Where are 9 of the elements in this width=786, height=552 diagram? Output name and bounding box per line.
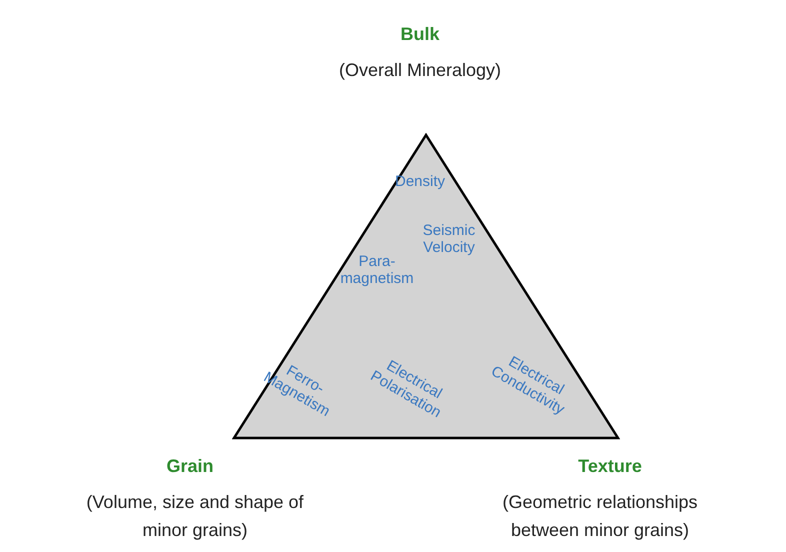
property-label: Para- magnetism xyxy=(339,253,415,287)
property-label: Seismic Velocity xyxy=(422,222,476,256)
vertex-title: Texture xyxy=(577,456,643,477)
vertex-description: (Overall Mineralogy) xyxy=(338,59,502,82)
vertex-title: Grain xyxy=(165,456,214,477)
vertex-title: Bulk xyxy=(399,24,440,45)
property-label: Density xyxy=(394,173,446,190)
vertex-description: (Volume, size and shape of minor grains) xyxy=(85,491,305,542)
vertex-description: (Geometric relationships between minor grains) xyxy=(501,491,699,542)
